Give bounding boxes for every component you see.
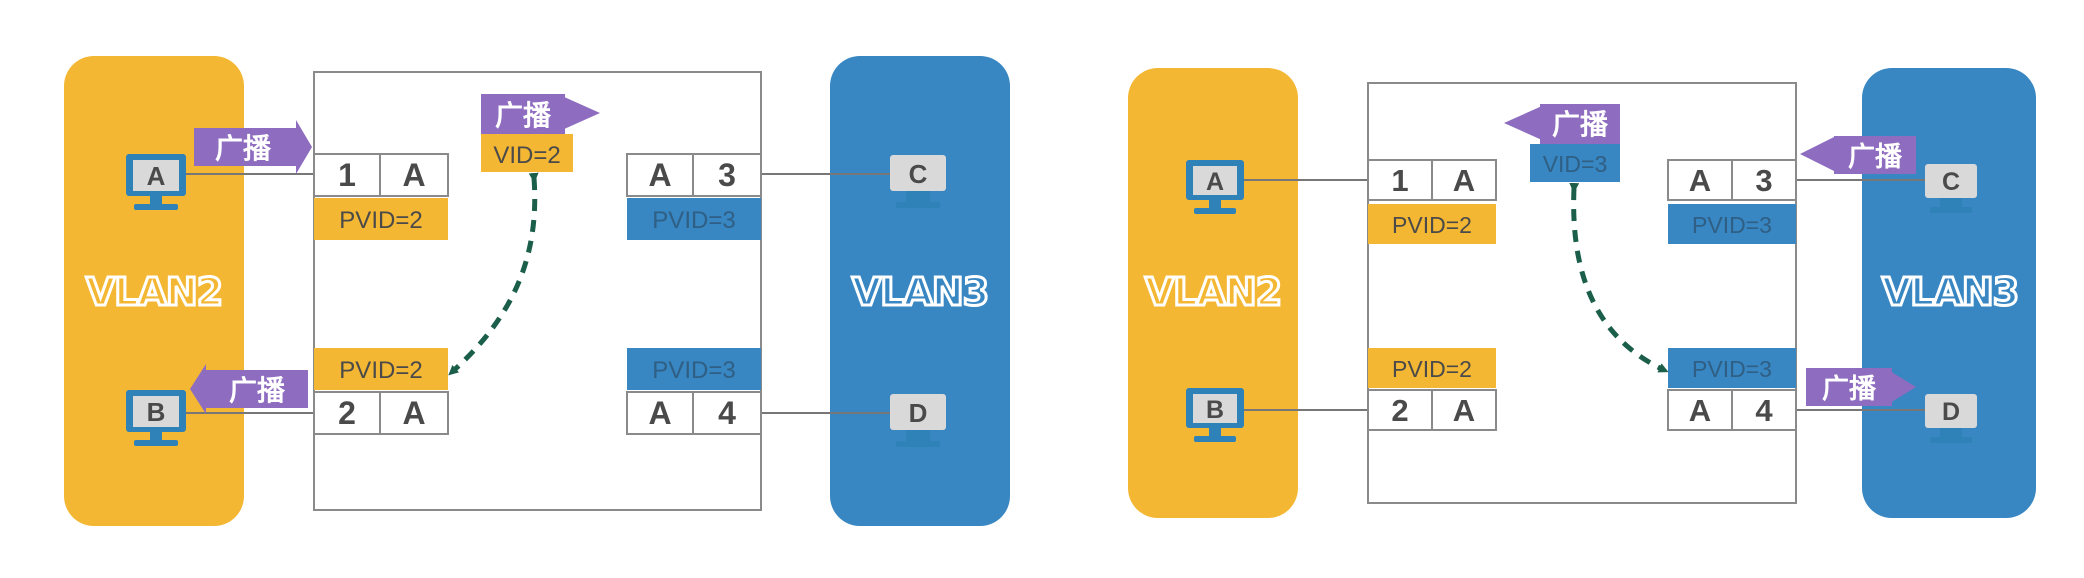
broadcast-label: 广播 (229, 374, 286, 407)
host-d: D (1925, 394, 1977, 443)
port-type: A (402, 395, 425, 431)
pc-icon (1925, 164, 1977, 213)
port-number: 3 (718, 157, 736, 193)
port-type: A (1453, 163, 1475, 198)
port-number: 1 (338, 157, 356, 193)
host-a: A (126, 154, 186, 210)
right-panel: VLAN2 VLAN3 A B (1128, 68, 2036, 518)
port-1: 1 A PVID=2 (313, 153, 449, 240)
host-c: C (890, 155, 946, 208)
port-2: PVID=2 2 A (313, 348, 449, 435)
port-type: A (1689, 163, 1711, 198)
port-1: 1 A PVID=2 (1367, 159, 1497, 244)
host-c: C (1925, 164, 1977, 213)
port-number: 1 (1391, 163, 1408, 198)
port-number: 2 (1391, 393, 1408, 428)
port-type: A (648, 395, 671, 431)
port-number: 2 (338, 395, 356, 431)
port-3: A 3 PVID=3 (626, 153, 762, 240)
host-a-label: A (147, 161, 166, 191)
broadcast-a: 广播 (194, 120, 312, 174)
pc-icon (126, 390, 186, 446)
host-d-label: D (1942, 398, 1960, 426)
broadcast-d: 广播 (1806, 368, 1916, 406)
pvid-label: PVID=2 (1392, 212, 1472, 238)
port-type: A (1689, 393, 1711, 428)
pvid-box (314, 348, 448, 390)
host-a-label: A (1206, 168, 1224, 196)
host-d-label: D (909, 398, 928, 428)
port-type: A (1453, 393, 1475, 428)
pvid-box (627, 348, 761, 390)
broadcast-c: 广播 (1800, 136, 1916, 174)
pc-icon (126, 154, 186, 210)
tagged-frame: 广播 VID=3 (1504, 104, 1620, 182)
host-a: A (1186, 160, 1244, 214)
pc-icon (1925, 394, 1977, 443)
switch-box (1367, 82, 1797, 504)
port-2: PVID=2 2 A (1367, 348, 1497, 431)
vlan2-label: VLAN2 (86, 270, 222, 314)
pvid-box (1368, 348, 1496, 388)
host-b: B (126, 390, 186, 446)
host-d: D (890, 394, 946, 447)
port-3: A 3 PVID=3 (1667, 159, 1797, 244)
pvid-box (627, 198, 761, 240)
pc-icon (890, 394, 946, 447)
host-c-label: C (1942, 168, 1960, 196)
tag-vid-label: VID=3 (1543, 151, 1608, 177)
forward-arrow (448, 172, 539, 376)
broadcast-label: 广播 (1848, 142, 1903, 173)
pvid-box (314, 198, 448, 240)
vlan3-label: VLAN3 (852, 270, 988, 314)
switch-box (313, 71, 762, 511)
pvid-label: PVID=3 (652, 357, 735, 384)
broadcast-label: 广播 (215, 132, 272, 165)
pvid-label: PVID=2 (339, 207, 422, 234)
pc-icon (1186, 160, 1244, 214)
pvid-box (1368, 204, 1496, 244)
pvid-label: PVID=2 (1392, 356, 1472, 382)
port-number: 4 (718, 395, 736, 431)
pvid-label: PVID=3 (1692, 212, 1772, 238)
pvid-box (1668, 204, 1796, 244)
port-number: 3 (1755, 163, 1772, 198)
broadcast-label: 广播 (1822, 374, 1877, 405)
port-type: A (648, 157, 671, 193)
port-4: PVID=3 A 4 (1667, 348, 1797, 431)
pvid-box (1668, 348, 1796, 388)
host-b-label: B (147, 397, 166, 427)
host-b-label: B (1206, 396, 1224, 424)
port-4: PVID=3 A 4 (626, 348, 762, 435)
tagged-frame: 广播 VID=2 (481, 94, 600, 172)
left-panel: VLAN2 VLAN3 A (64, 56, 1010, 526)
broadcast-b: 广播 (190, 364, 308, 414)
pvid-label: PVID=3 (652, 207, 735, 234)
pvid-label: PVID=2 (339, 357, 422, 384)
host-c-label: C (909, 159, 928, 189)
tag-vid-label: VID=2 (493, 142, 560, 169)
forward-arrow (1569, 182, 1669, 373)
vlan3-label: VLAN3 (1882, 270, 2018, 314)
tag-broadcast-label: 广播 (495, 99, 552, 132)
port-type: A (402, 157, 425, 193)
pc-icon (890, 155, 946, 208)
pc-icon (1186, 388, 1244, 442)
port-number: 4 (1755, 393, 1773, 428)
tag-broadcast-label: 广播 (1552, 108, 1609, 141)
pvid-label: PVID=3 (1692, 356, 1772, 382)
vlan2-label: VLAN2 (1145, 270, 1281, 314)
host-b: B (1186, 388, 1244, 442)
